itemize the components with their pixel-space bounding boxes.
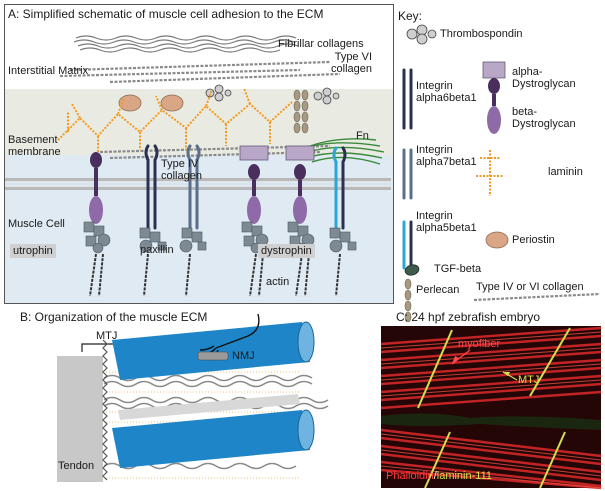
label-utrophin: utrophin — [10, 244, 56, 259]
label-muscle-cell: Muscle Cell — [8, 218, 65, 230]
integrin-alpha5beta1 — [332, 146, 347, 230]
key-integrin-a7b1-label: Integrin alpha7beta1 — [416, 144, 477, 169]
stain-phalloidin: Phalloidin — [386, 470, 434, 482]
periostin-marker — [118, 94, 142, 112]
key-thrombospondin-label: Thrombospondin — [440, 28, 523, 40]
key-integrin-a6b1-label: Integrin alpha6beta1 — [416, 80, 477, 105]
thrombospondin-marker — [205, 84, 340, 105]
zebrafish-micrograph — [380, 326, 602, 490]
laminin-network — [57, 87, 293, 156]
label-paxillin: paxillin — [140, 244, 174, 256]
label-nmj: NMJ — [232, 350, 255, 362]
label-mtj: MTJ — [96, 330, 118, 342]
stain-legend: Phalloidin/laminin-111 — [386, 470, 492, 482]
key-integrin-a5b1-icon — [402, 220, 413, 270]
tendon-block — [57, 356, 103, 482]
key-alpha-dystroglycan-label: alpha-Dystroglycan — [512, 66, 576, 91]
key-integrin-a7b1-icon — [402, 148, 413, 200]
key-tgf-beta-label: TGF-beta — [434, 263, 482, 275]
laminin-block — [239, 145, 269, 161]
key-dystroglycan-icon — [482, 61, 506, 134]
key-perlecan-icon — [404, 278, 412, 323]
adaptor-protein-clusters — [83, 221, 357, 254]
key-laminin-icon — [476, 150, 504, 196]
key-thrombospondin-icon — [406, 24, 437, 45]
label-fibrillar-collagens: Fibrillar collagens — [278, 38, 364, 50]
key-perlecan-label: Perlecan — [416, 284, 460, 296]
label-dystrophin: dystrophin — [258, 244, 315, 259]
label-fn: Fn — [356, 130, 369, 142]
nmj-terminal — [197, 351, 229, 361]
label-basement-membrane: Basement membrane — [8, 134, 61, 159]
fibrillar-collagen-bundle — [73, 35, 299, 53]
muscle-fiber-middle-edge — [118, 394, 300, 420]
key-tgf-beta-icon — [404, 264, 420, 276]
label-tendon: Tendon — [58, 460, 95, 472]
key-integrin-a5b1-label: Integrin alpha5beta1 — [416, 210, 477, 235]
panel-a-title: A: Simplified schematic of muscle cell a… — [8, 7, 324, 21]
perlecan-marker — [293, 89, 309, 134]
key-collagen-iv-vi-label: Type IV or VI collagen — [476, 281, 584, 293]
key-integrin-a6b1-icon — [402, 68, 413, 130]
integrin-alpha6beta1 — [144, 144, 159, 230]
key-title: Key: — [398, 9, 423, 23]
stain-laminin: laminin-111 — [436, 470, 492, 482]
type-vi-collagen — [59, 60, 341, 84]
actin-filaments — [89, 253, 341, 297]
stain-separator: / — [433, 470, 437, 482]
key-beta-dystroglycan-label: beta-Dystroglycan — [512, 106, 576, 131]
key-periostin-label: Periostin — [512, 234, 555, 246]
muscle-fiber-bottom — [112, 409, 315, 468]
integrin-alpha7beta1 — [186, 144, 201, 230]
periostin-marker — [160, 94, 184, 112]
key-periostin-icon — [485, 231, 509, 249]
label-actin: actin — [266, 276, 290, 288]
muscle-fiber-top — [112, 321, 315, 380]
laminin-block — [285, 145, 315, 161]
label-type-iv-collagen: Type IV collagen — [161, 158, 202, 183]
label-interstitial-matrix: Interstitial Matrix — [8, 65, 89, 77]
key-collagen-iv-vi-icon — [473, 292, 601, 302]
panel-b-title: B: Organization of the muscle ECM — [20, 310, 208, 324]
label-myofiber: myofiber — [458, 338, 501, 350]
key-laminin-label: laminin — [548, 166, 583, 178]
panel-c-title: C: 24 hpf zebrafish embryo — [396, 310, 541, 324]
dystroglycan-complex — [89, 152, 307, 224]
mtj-interdigitation — [102, 339, 108, 481]
label-mtj-micrograph: MTJ — [518, 374, 540, 386]
label-type-vi-collagen: Type VI collagen — [331, 51, 372, 76]
